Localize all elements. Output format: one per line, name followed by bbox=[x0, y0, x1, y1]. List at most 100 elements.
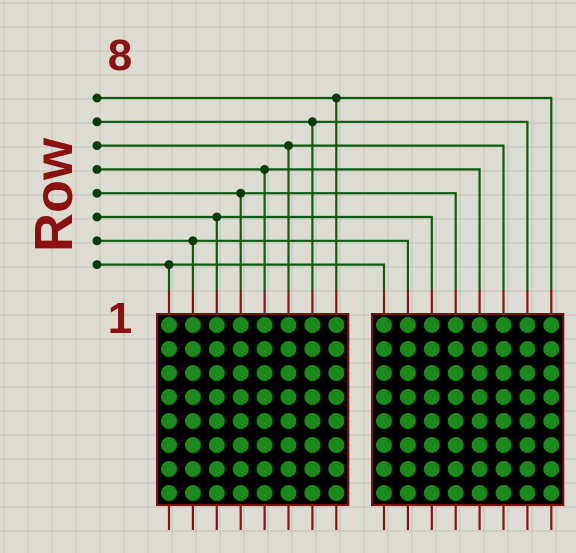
led-dot bbox=[208, 437, 225, 453]
led-dot bbox=[519, 317, 536, 333]
led-dot bbox=[447, 413, 464, 429]
top-row-number: 8 bbox=[108, 31, 132, 80]
led-dot bbox=[471, 461, 488, 477]
led-dot bbox=[280, 365, 297, 381]
led-dot bbox=[447, 365, 464, 381]
junction-dot bbox=[307, 117, 317, 127]
row-axis-label: Row bbox=[24, 137, 84, 252]
led-dot bbox=[328, 389, 345, 405]
row-wire bbox=[97, 96, 553, 290]
led-dot bbox=[376, 485, 392, 501]
row-terminal-dot bbox=[92, 93, 102, 103]
led-dot bbox=[519, 485, 536, 501]
junction-dot bbox=[188, 236, 198, 246]
led-dot bbox=[519, 461, 536, 477]
led-dot bbox=[495, 341, 512, 357]
led-dot bbox=[208, 317, 225, 333]
led-dot bbox=[232, 365, 249, 381]
led-dot bbox=[232, 437, 249, 453]
led-dot bbox=[519, 437, 536, 453]
led-dot bbox=[328, 317, 345, 333]
led-dot bbox=[184, 485, 201, 501]
led-dot bbox=[184, 365, 201, 381]
led-dot bbox=[399, 485, 416, 501]
led-dot bbox=[543, 461, 560, 477]
led-dot bbox=[471, 437, 488, 453]
row-terminal-dot bbox=[92, 260, 102, 270]
led-dot bbox=[232, 317, 249, 333]
led-dot bbox=[256, 341, 273, 357]
wire-junctions bbox=[92, 93, 341, 270]
led-dot bbox=[280, 341, 297, 357]
led-dot bbox=[328, 485, 345, 501]
led-dot bbox=[161, 437, 177, 453]
led-dot bbox=[304, 437, 321, 453]
bottom-row-number: 1 bbox=[108, 294, 132, 343]
led-dot bbox=[495, 365, 512, 381]
led-dot bbox=[280, 437, 297, 453]
led-dot bbox=[208, 485, 225, 501]
led-dot bbox=[328, 413, 345, 429]
led-dot bbox=[184, 389, 201, 405]
row-terminal-dot bbox=[92, 212, 102, 222]
led-dot bbox=[161, 485, 177, 501]
led-dot bbox=[423, 461, 440, 477]
led-dot bbox=[376, 413, 392, 429]
led-dot bbox=[471, 485, 488, 501]
row-wire bbox=[97, 120, 529, 290]
led-dot bbox=[256, 413, 273, 429]
led-dot bbox=[376, 389, 392, 405]
junction-dot bbox=[164, 260, 174, 270]
row-wire bbox=[97, 192, 457, 290]
led-dot bbox=[304, 389, 321, 405]
led-dot bbox=[232, 389, 249, 405]
led-dot bbox=[447, 389, 464, 405]
row-wire bbox=[97, 239, 409, 290]
led-dot bbox=[232, 341, 249, 357]
led-dot bbox=[328, 341, 345, 357]
led-dot bbox=[280, 461, 297, 477]
led-dot bbox=[423, 389, 440, 405]
led-dot bbox=[399, 317, 416, 333]
led-dot bbox=[208, 341, 225, 357]
led-dot bbox=[184, 413, 201, 429]
led-dot bbox=[184, 317, 201, 333]
led-dot bbox=[447, 437, 464, 453]
row-wire bbox=[97, 144, 505, 290]
led-dot bbox=[399, 437, 416, 453]
led-dot bbox=[280, 317, 297, 333]
led-dot bbox=[161, 413, 177, 429]
led-dot bbox=[208, 389, 225, 405]
led-dot bbox=[471, 341, 488, 357]
led-dot bbox=[161, 365, 177, 381]
led-dot bbox=[376, 437, 392, 453]
row-terminal-dot bbox=[92, 188, 102, 198]
led-dot bbox=[208, 461, 225, 477]
junction-dot bbox=[331, 93, 341, 103]
led-dot bbox=[399, 341, 416, 357]
row-terminal-dot bbox=[92, 141, 102, 151]
led-dot bbox=[256, 389, 273, 405]
led-dot bbox=[423, 317, 440, 333]
led-dot bbox=[256, 437, 273, 453]
led-dot bbox=[543, 317, 560, 333]
led-dot bbox=[399, 413, 416, 429]
led-dot bbox=[256, 365, 273, 381]
led-dot bbox=[543, 341, 560, 357]
row-terminal-dot bbox=[92, 117, 102, 127]
led-dot bbox=[471, 389, 488, 405]
junction-dot bbox=[212, 212, 222, 222]
led-dot bbox=[280, 389, 297, 405]
led-dot bbox=[423, 413, 440, 429]
led-dot bbox=[304, 485, 321, 501]
led-dot bbox=[447, 341, 464, 357]
led-dot bbox=[495, 317, 512, 333]
led-dot bbox=[328, 461, 345, 477]
led-dot bbox=[304, 341, 321, 357]
led-dot bbox=[471, 413, 488, 429]
led-dot bbox=[161, 317, 177, 333]
led-dot bbox=[519, 365, 536, 381]
led-dot bbox=[208, 365, 225, 381]
led-dot bbox=[232, 413, 249, 429]
